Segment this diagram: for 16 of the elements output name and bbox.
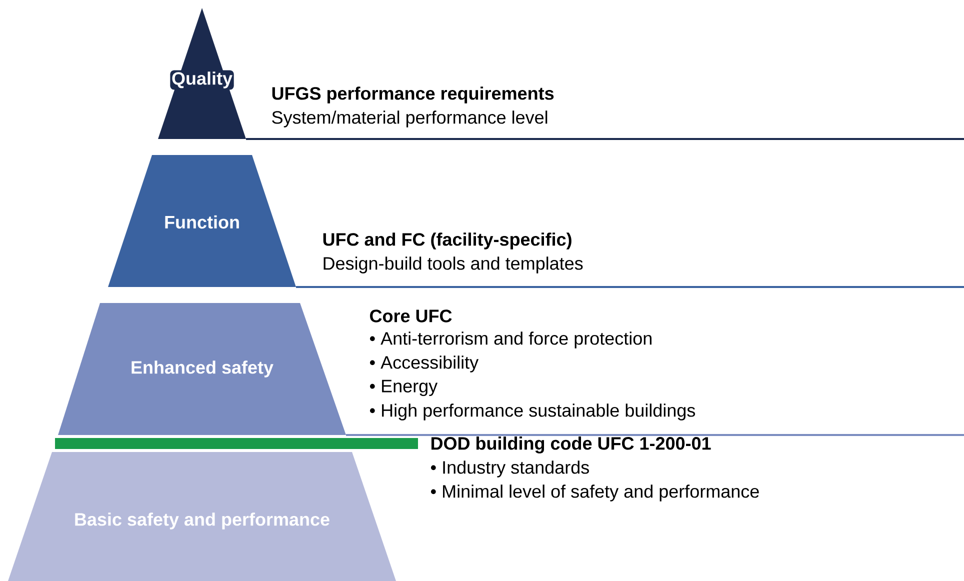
description-text: • Energy xyxy=(370,380,438,396)
description-heading: UFGS performance requirements xyxy=(272,86,554,104)
description-heading: Core UFC xyxy=(370,310,452,322)
pyramid-tier: Quality xyxy=(158,8,246,139)
description-text: • Minimal level of safety and performance xyxy=(430,484,759,502)
pyramid-tier: Basic safety and performance xyxy=(8,452,396,581)
description-heading: UFC and FC (facility-specific) xyxy=(323,232,572,250)
description-text: Design-build tools and templates xyxy=(324,256,583,274)
pyramid-tier: Enhanced safety xyxy=(58,302,346,435)
description-text: • High performance sustainable buildings xyxy=(370,404,696,420)
description-text: • Anti-terrorism and force protection xyxy=(370,332,652,348)
description-heading: DOD building code UFC 1-200-01 xyxy=(431,436,711,454)
description-text: • Industry standards xyxy=(430,460,589,478)
description-text: • Accessibility xyxy=(370,356,479,372)
pyramid-tier: Function xyxy=(108,154,296,287)
description-text: System/material performance level xyxy=(272,110,548,128)
